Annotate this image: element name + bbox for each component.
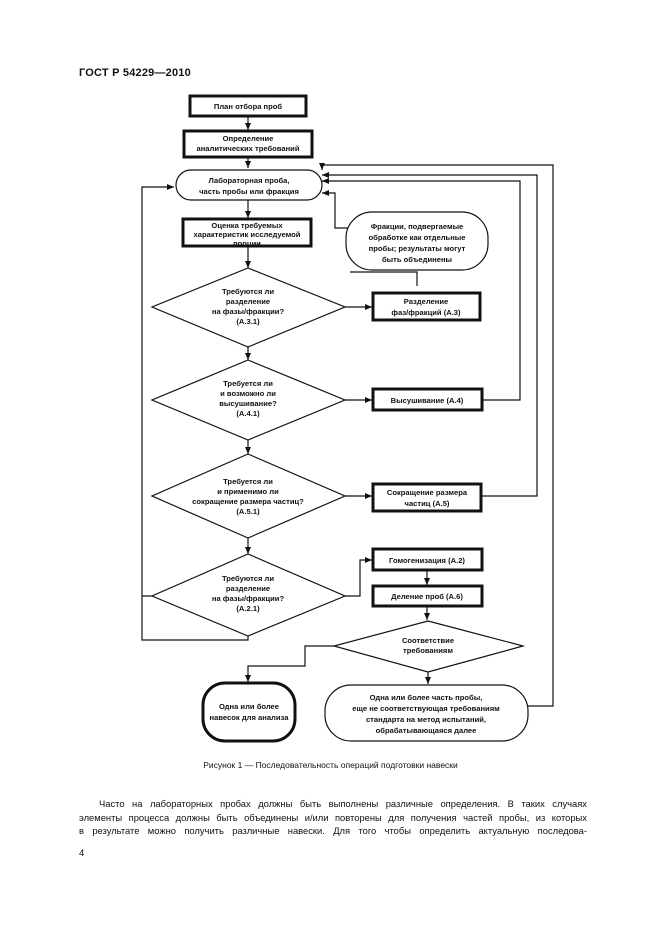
drying-decision-line-1: Требуется ли — [223, 379, 273, 388]
division-label: Деление проб (А.6) — [391, 592, 463, 601]
flowchart: План отбора проб Определение аналитическ… — [141, 94, 554, 743]
separation-line-1: Разделение — [404, 297, 449, 306]
analytical-requirements-line-1: Определение — [223, 134, 274, 143]
lab-sample-line-2: часть пробы или фракция — [199, 187, 299, 196]
document-header: ГОСТ Р 54229—2010 — [79, 67, 191, 79]
result-samples-line-1: Одна или более — [219, 702, 279, 711]
body-paragraph: Часто на лабораторных пробах должны быть… — [79, 797, 587, 838]
result-portions-line-1: Одна или более часть пробы, — [370, 693, 483, 702]
separation-decision: Требуются ли разделение на фазы/фракции?… — [150, 267, 347, 348]
size-reduction-box: Сокращение размера частиц (А.5) — [371, 482, 483, 513]
assessment-line-3: порции — [233, 239, 261, 248]
body-line-1: Часто на лабораторных пробах должны быть… — [99, 798, 587, 809]
division-box: Деление проб (А.6) — [371, 584, 484, 608]
separation-line-2: фаз/фракций (А.3) — [391, 308, 461, 317]
fractions-decision-line-1: Требуются ли — [222, 574, 274, 583]
analytical-requirements-line-2: аналитических требований — [197, 144, 300, 153]
result-samples-line-2: навесок для анализа — [210, 713, 290, 722]
fractions-decision-line-2: разделение — [226, 584, 270, 593]
analytical-requirements-box: Определение аналитических требований — [182, 129, 314, 159]
drying-label: Высушивание (А.4) — [391, 396, 464, 405]
plan-label: План отбора проб — [214, 102, 283, 111]
homogenization-label: Гомогенизация (А.2) — [389, 556, 465, 565]
separation-decision-line-1: Требуются ли — [222, 287, 274, 296]
fractions-decision-line-4: (А.2.1) — [236, 604, 260, 613]
result-portions-line-4: обрабатывающаяся далее — [376, 726, 477, 735]
body-line-2: элементы процесса должны быть объединены… — [79, 811, 587, 823]
drying-box: Высушивание (А.4) — [371, 387, 484, 412]
size-reduction-decision-line-2: и применимо ли — [217, 487, 279, 496]
separation-decision-line-3: на фазы/фракции? — [212, 307, 285, 316]
fractions-note-line-1: Фракции, подвергаемые — [371, 222, 464, 231]
fractions-note-line-2: обработке как отдельные — [368, 233, 465, 242]
drying-decision-line-2: и возможно ли — [220, 389, 276, 398]
plan-box: План отбора проб — [188, 94, 308, 118]
result-portions-box: Одна или более часть пробы, еще не соотв… — [324, 684, 529, 742]
assessment-box: Оценка требуемых характеристик исследуем… — [181, 217, 313, 248]
page-number: 4 — [79, 848, 85, 859]
fractions-note-line-4: быть объединены — [382, 255, 452, 264]
compliance-line-1: Соответствие — [402, 636, 454, 645]
fractions-decision: Требуются ли разделение на фазы/фракции?… — [150, 553, 347, 637]
assessment-line-2: характеристик исследуемой — [194, 230, 301, 239]
homogenization-box: Гомогенизация (А.2) — [371, 547, 484, 572]
fractions-decision-line-3: на фазы/фракции? — [212, 594, 285, 603]
compliance-line-2: требованиям — [403, 646, 453, 655]
result-samples-box: Одна или более навесок для анализа — [201, 681, 297, 743]
result-portions-line-3: стандарта на метод испытаний, — [366, 715, 486, 724]
compliance-decision: Соответствие требованиям — [331, 620, 526, 673]
fractions-note-box: Фракции, подвергаемые обработке как отде… — [345, 211, 489, 271]
separation-decision-line-4: (А.3.1) — [236, 317, 260, 326]
drying-decision: Требуется ли и возможно ли высушивание? … — [150, 359, 347, 441]
flow-connectors — [141, 117, 554, 707]
separation-decision-line-2: разделение — [226, 297, 270, 306]
body-line-3: в результате можно получить различные на… — [79, 825, 587, 836]
drying-decision-line-4: (А.4.1) — [236, 409, 260, 418]
figure-caption: Рисунок 1 — Последовательность операций … — [203, 760, 458, 770]
lab-sample-box: Лабораторная проба, часть пробы или фрак… — [175, 169, 323, 201]
fractions-note-line-3: пробы; результаты могут — [369, 244, 466, 253]
size-reduction-decision: Требуется ли и применимо ли сокращение р… — [150, 453, 347, 539]
size-reduction-decision-line-4: (А.5.1) — [236, 507, 260, 516]
size-reduction-decision-line-1: Требуется ли — [223, 477, 273, 486]
assessment-line-1: Оценка требуемых — [211, 221, 283, 230]
lab-sample-line-1: Лабораторная проба, — [208, 176, 289, 185]
result-portions-line-2: еще не соответствующая требованиям — [352, 704, 500, 713]
size-reduction-decision-line-3: сокращение размера частиц? — [192, 497, 304, 506]
separation-box: Разделение фаз/фракций (А.3) — [371, 291, 482, 322]
size-reduction-line-1: Сокращение размера — [387, 488, 468, 497]
drying-decision-line-3: высушивание? — [219, 399, 277, 408]
size-reduction-line-2: частиц (А.5) — [405, 499, 450, 508]
